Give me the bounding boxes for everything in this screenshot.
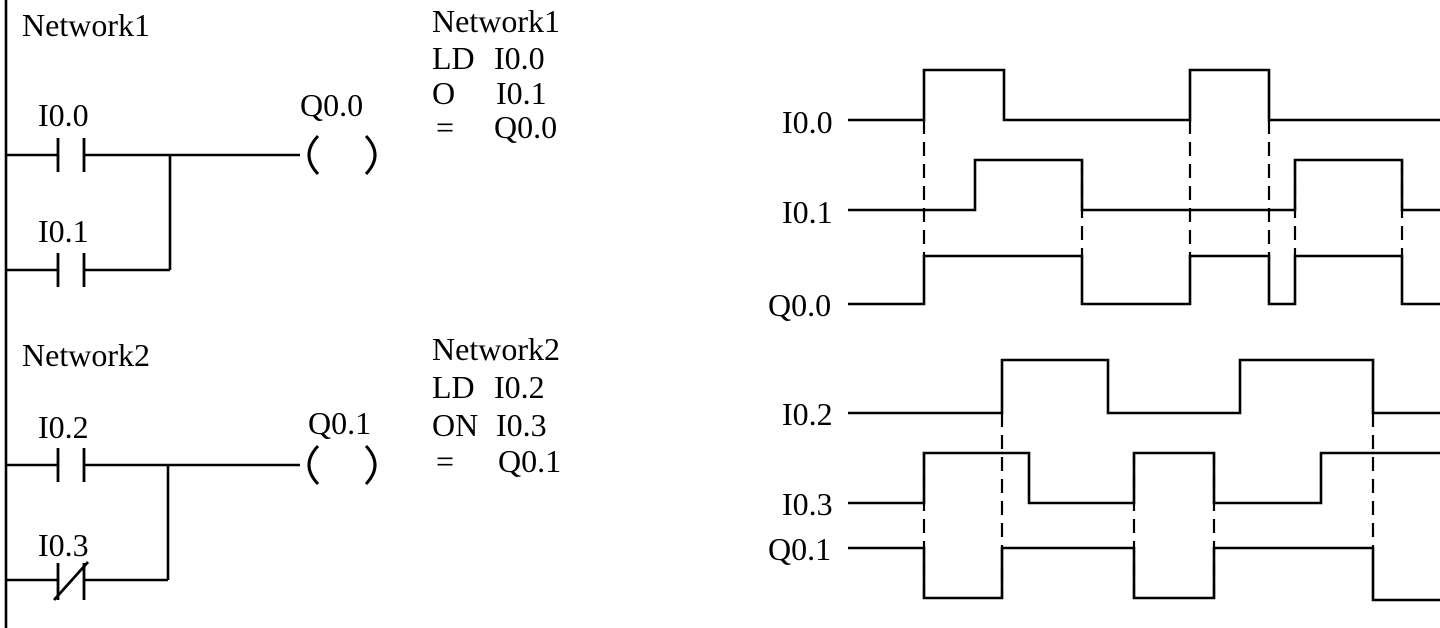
network-1-title: Network1 (22, 7, 150, 43)
il-line-2-arg: I0.1 (496, 75, 547, 111)
coil-q0-0-label: Q0.0 (300, 87, 363, 123)
ladder-diagram: Network1 I0.0 I0.1 Q0.0 (4, 0, 561, 628)
ladder-network-1: Network1 I0.0 I0.1 Q0.0 (6, 3, 560, 287)
coil-q0-1-label: Q0.1 (308, 405, 371, 441)
il-network-1: Network1 LD I0.0 O I0.1 = Q0.0 (432, 3, 560, 145)
timing-group-2: I0.2 I0.3 Q0.1 (768, 358, 1440, 602)
il-line-6-op: = (436, 443, 454, 479)
timing-group-2-dashes (922, 413, 1375, 598)
signal-i0-0-label: I0.0 (782, 104, 833, 140)
ladder-network-2: Network2 I0.2 I0.3 Q0.1 (6, 331, 561, 601)
contact-i0-1-symbol (6, 155, 172, 287)
signal-q0-1-waveform (848, 546, 1440, 602)
timing-diagram: I0.0 I0.1 Q0.0 I0.2 I0.3 Q0.1 (768, 68, 1440, 602)
il-line-5-op: ON (432, 407, 478, 443)
contact-i0-0-label: I0.0 (38, 97, 89, 133)
il-line-3-op: = (436, 109, 454, 145)
il-line-1-arg: I0.0 (494, 40, 545, 76)
timing-group-1: I0.0 I0.1 Q0.0 (768, 68, 1440, 323)
signal-i0-2-waveform (848, 358, 1440, 415)
contact-i0-2-symbol (6, 448, 300, 482)
signal-i0-2-label: I0.2 (782, 396, 833, 432)
il-line-4-arg: I0.2 (494, 369, 545, 405)
il-network-1-title: Network1 (432, 3, 560, 39)
il-line-1-op: LD (432, 40, 475, 76)
signal-i0-3-waveform (848, 451, 1440, 505)
contact-i0-0-symbol (6, 138, 300, 172)
signal-q0-0-label: Q0.0 (768, 287, 831, 323)
signal-i0-1-label: I0.1 (782, 194, 833, 230)
contact-i0-2-label: I0.2 (38, 409, 89, 445)
il-line-5-arg: I0.3 (496, 407, 547, 443)
signal-q0-1-label: Q0.1 (768, 531, 831, 567)
timing-group-1-dashes (922, 120, 1404, 256)
contact-i0-3-nc-symbol (6, 465, 170, 601)
signal-i0-1-waveform (848, 158, 1440, 212)
il-line-2-op: O (432, 75, 455, 111)
signal-i0-3-label: I0.3 (782, 486, 833, 522)
il-line-3-arg: Q0.0 (494, 109, 557, 145)
il-network-2-title: Network2 (432, 331, 560, 367)
signal-q0-0-waveform (848, 254, 1440, 306)
network-2-title: Network2 (22, 337, 150, 373)
coil-q0-0-symbol (307, 134, 377, 176)
il-line-4-op: LD (432, 369, 475, 405)
signal-i0-0-waveform (848, 68, 1440, 122)
coil-q0-1-symbol (307, 444, 377, 486)
contact-i0-1-label: I0.1 (38, 213, 89, 249)
contact-i0-3-label: I0.3 (38, 527, 89, 563)
il-network-2: Network2 LD I0.2 ON I0.3 = Q0.1 (432, 331, 561, 479)
il-line-6-arg: Q0.1 (498, 443, 561, 479)
